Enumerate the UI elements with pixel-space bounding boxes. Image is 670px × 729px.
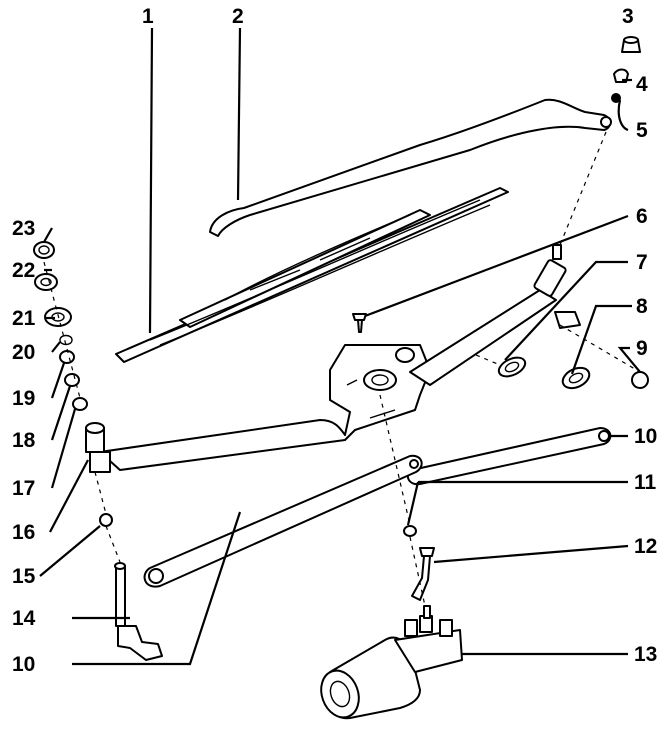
callout-17: 17: [12, 477, 36, 500]
callout-10-right: 10: [634, 425, 658, 448]
assembly-axes: [43, 131, 641, 607]
crank-parts: [403, 525, 435, 601]
callout-15: 15: [12, 565, 36, 588]
callout-1: 1: [142, 5, 154, 28]
connecting-rod-upper: [406, 427, 612, 486]
callout-2: 2: [232, 5, 244, 28]
callout-16: 16: [12, 521, 36, 544]
callout-7: 7: [636, 251, 648, 274]
callout-14: 14: [12, 607, 36, 630]
callout-8: 8: [636, 295, 648, 318]
callout-9: 9: [636, 337, 648, 360]
callout-3: 3: [622, 5, 634, 28]
callout-6: 6: [636, 205, 648, 228]
callout-21: 21: [12, 307, 36, 330]
callout-20: 20: [12, 341, 36, 364]
callout-18: 18: [12, 429, 36, 452]
callout-11: 11: [634, 471, 657, 494]
callout-19: 19: [12, 387, 36, 410]
callout-5: 5: [636, 119, 648, 142]
wiper-arm: [209, 98, 612, 237]
callout-22: 22: [12, 259, 36, 282]
callout-12: 12: [634, 535, 658, 558]
callout-23: 23: [12, 217, 36, 240]
callout-13: 13: [634, 643, 658, 666]
wiper-spindle: [114, 562, 163, 661]
callout-4: 4: [636, 73, 648, 96]
bushings: [497, 356, 649, 390]
screw: [352, 313, 367, 333]
connecting-rod-lower: [143, 454, 423, 588]
leader-lines: [39, 27, 641, 666]
seal-stack: [33, 241, 113, 527]
wiper-frame: [85, 244, 581, 473]
wiper-blade: [115, 187, 509, 363]
callout-10-left: 10: [12, 653, 36, 676]
wiper-motor: [320, 605, 463, 720]
